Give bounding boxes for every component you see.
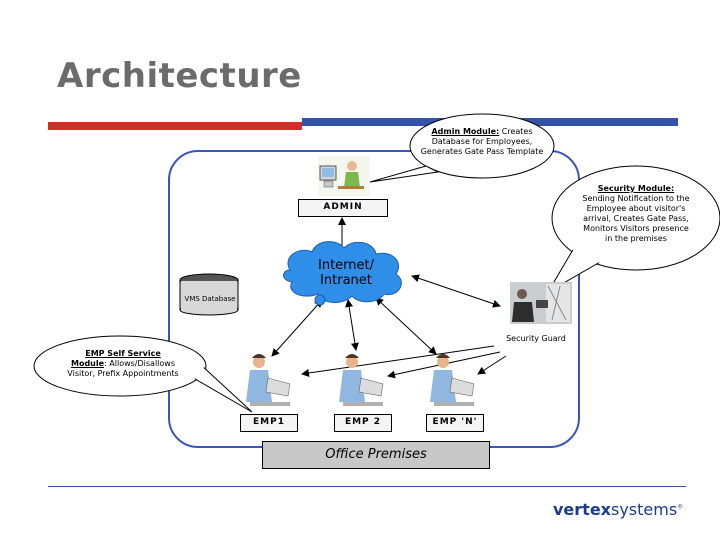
admin-label: ADMIN (298, 199, 388, 217)
admin-person-icon (318, 156, 370, 196)
footer-divider (48, 486, 686, 487)
vms-database-label: VMS Database (184, 295, 236, 303)
vertex-systems-logo: vertexsystems® (553, 500, 683, 519)
security-guard-icon (510, 282, 572, 324)
admin-module-callout (369, 113, 555, 183)
emp-module-heading: EMP Self Service Module (70, 349, 161, 368)
emp-module-callout (33, 335, 253, 413)
security-module-text: Sending Notification to the Employee abo… (582, 194, 690, 243)
security-module-heading: Security Module: (597, 184, 675, 193)
emp1-label: EMP1 (240, 414, 298, 432)
employee-1-icon (246, 354, 291, 406)
internet-label: Internet/ Intranet (318, 258, 374, 288)
security-module-description: Security Module: Sending Notification to… (582, 184, 690, 244)
admin-module-heading: Admin Module: (431, 127, 500, 136)
logo-registered-mark: ® (677, 503, 684, 511)
emp2-label: EMP 2 (334, 414, 392, 432)
employee-2-icon (339, 354, 384, 406)
security-module-callout (546, 165, 720, 294)
employee-n-icon (430, 354, 475, 406)
page-title: Architecture (57, 56, 302, 96)
title-underline-red (48, 122, 302, 130)
office-premises-label: Office Premises (262, 441, 490, 469)
internet-cloud-icon (283, 241, 402, 306)
security-guard-label: Security Guard (506, 334, 566, 343)
logo-light-text: systems (611, 500, 678, 519)
connection-lines (271, 217, 507, 379)
emp-module-description: EMP Self Service Module: Allows/Disallow… (66, 349, 180, 379)
admin-module-description: Admin Module: Creates Database for Emplo… (414, 127, 550, 157)
empn-label: EMP 'N' (426, 414, 484, 432)
emp-module-text: : Allows/Disallows Visitor, Prefix Appoi… (67, 359, 179, 378)
logo-bold-text: vertex (553, 500, 611, 519)
admin-module-text: Creates Database for Employees, Generate… (420, 127, 544, 156)
vms-database-icon (179, 273, 239, 316)
